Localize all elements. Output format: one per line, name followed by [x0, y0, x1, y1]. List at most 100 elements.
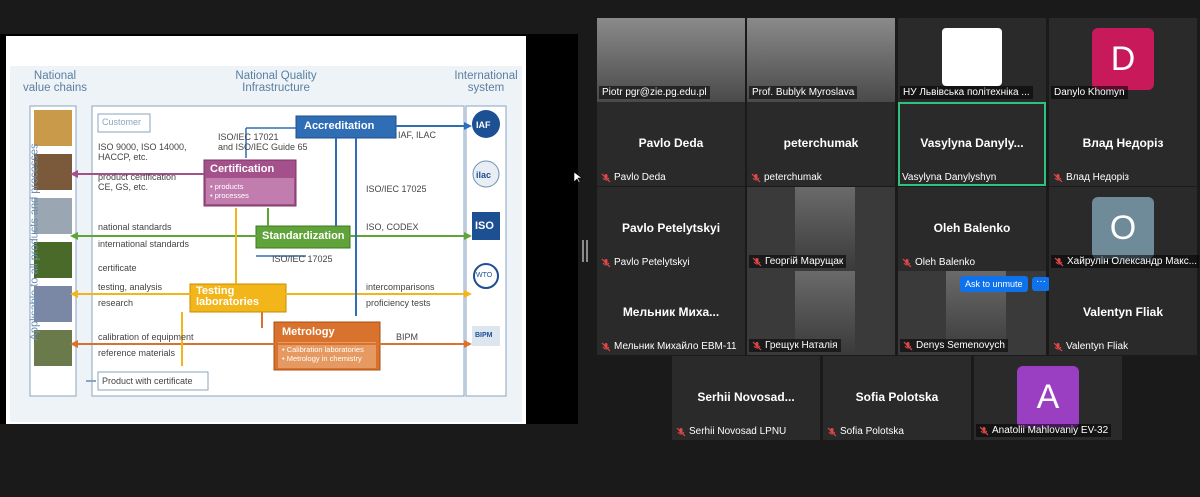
- mic-muted-icon: [676, 427, 686, 436]
- bipm-logo: BIPM: [475, 332, 493, 339]
- name-text: Anatolii Mahlovaniy EV-32: [992, 425, 1109, 436]
- participant-name-label: Sofia Polotska: [827, 426, 904, 437]
- participant-name-label: Valentyn Fliak: [1053, 341, 1128, 352]
- participant-tile[interactable]: НУ Львівська політехніка ...: [898, 18, 1046, 102]
- iaf-ilac-label: IAF, ILAC: [398, 130, 437, 140]
- name-text: Хайрулін Олександр Макс...: [1067, 256, 1198, 267]
- participant-name-label: Хайрулін Олександр Макс...: [1051, 255, 1199, 268]
- name-text: peterchumak: [764, 172, 822, 183]
- university-logo: [942, 28, 1002, 86]
- participant-tile[interactable]: peterchumak peterchumak: [747, 102, 895, 186]
- mic-muted-icon: [752, 341, 762, 350]
- shared-screen: National value chains National Quality I…: [0, 34, 578, 424]
- iso17025-bottom-label: ISO/IEC 17025: [272, 254, 333, 264]
- iso17025-top-label: ISO/IEC 17025: [366, 184, 427, 194]
- name-text: Valentyn Fliak: [1066, 341, 1129, 352]
- participant-display-name: Vasylyna Danyly...: [920, 136, 1024, 150]
- proficiency-label: proficiency tests: [366, 298, 431, 308]
- header-quality-infrastructure: National Quality Infrastructure: [235, 70, 317, 94]
- ilac-logo: ilac: [476, 170, 492, 180]
- participant-name-label: Denys Semenovych: [900, 339, 1008, 352]
- name-text: Piotr pgr@zie.pg.edu.pl: [602, 87, 707, 98]
- metro-item-chemistry: • Metrology in chemistry: [282, 354, 362, 363]
- mic-muted-icon: [1053, 173, 1063, 182]
- participant-name-label: Anatolii Mahlovaniy EV-32: [976, 424, 1112, 437]
- participant-name-label: Oleh Balenko: [902, 257, 975, 268]
- mouse-cursor-icon: [574, 172, 582, 184]
- wto-logo: WTO: [476, 272, 493, 279]
- mic-muted-icon: [601, 173, 611, 182]
- name-text: Влад Недоріз: [1066, 172, 1130, 183]
- participant-display-name: Мельник Миха...: [622, 305, 720, 319]
- participant-tile[interactable]: Piotr pgr@zie.pg.edu.pl: [597, 18, 745, 102]
- mic-muted-icon: [601, 342, 611, 351]
- product-with-certificate: Product with certificate: [102, 376, 193, 386]
- participant-name-label: Влад Недоріз: [1053, 172, 1129, 183]
- certification-box: Certification: [210, 163, 275, 175]
- research-label: research: [98, 298, 134, 308]
- participant-name-label: Piotr pgr@zie.pg.edu.pl: [599, 86, 710, 99]
- avatar: D: [1092, 28, 1154, 90]
- iso-logo: ISO: [475, 220, 494, 232]
- iso9000-label: ISO 9000, ISO 14000, HACCP, etc.: [98, 142, 187, 162]
- iso17021-label: ISO/IEC 17021 and ISO/IEC Guide 65: [218, 132, 308, 152]
- testing-labs-box: Testing laboratories: [196, 285, 259, 308]
- name-text: Георгій Марущак: [765, 256, 844, 267]
- header-international-system: International system: [454, 70, 518, 94]
- participant-name-label: Serhii Novosad LPNU: [676, 426, 786, 437]
- name-text: НУ Львівська політехніка ...: [903, 87, 1030, 98]
- mic-muted-icon: [1053, 342, 1063, 351]
- name-text: Pavlo Deda: [614, 172, 666, 183]
- cert-item-products: • products: [210, 182, 244, 191]
- standardization-box: Standardization: [262, 230, 345, 242]
- participant-display-name: Pavlo Petelytskyi: [621, 221, 721, 235]
- name-text: Denys Semenovych: [916, 340, 1005, 351]
- participant-name-label: Pavlo Petelytskyi: [601, 257, 690, 268]
- participant-tile[interactable]: Denys Semenovych Ask to unmute ···: [898, 271, 1050, 355]
- name-text: Prof. Bublyk Myroslava: [752, 87, 855, 98]
- accreditation-box: Accreditation: [304, 120, 375, 132]
- mic-muted-icon: [902, 258, 912, 267]
- national-standards-label: national standards: [98, 222, 172, 232]
- participant-name-label: Георгій Марущак: [749, 255, 847, 268]
- iaf-logo: IAF: [476, 120, 491, 130]
- mic-muted-icon: [903, 341, 913, 350]
- product-cert-label: product certification CE, GS, etc.: [98, 172, 177, 192]
- metro-item-calibration: • Calibration laboratories: [282, 345, 364, 354]
- participant-tile[interactable]: Prof. Bublyk Myroslava: [747, 18, 895, 102]
- more-options-button[interactable]: ···: [1032, 277, 1050, 291]
- quality-infrastructure-diagram: [10, 66, 522, 422]
- participant-tile[interactable]: Мельник Миха...Мельник Михайло ЕВМ-11: [597, 271, 745, 355]
- name-text: Грещук Наталія: [765, 340, 838, 351]
- participant-display-name: Влад Недоріз: [1082, 136, 1164, 150]
- participant-name-label: Vasylyna Danylyshyn: [902, 172, 996, 183]
- name-text: Serhii Novosad LPNU: [689, 426, 787, 437]
- certificate-label: certificate: [98, 263, 137, 273]
- name-text: Sofia Polotska: [840, 426, 904, 437]
- participant-tile[interactable]: Serhii Novosad... Serhii Novosad LPNU: [672, 356, 820, 440]
- split-view-handle[interactable]: [582, 240, 588, 262]
- iso-codex-label: ISO, CODEX: [366, 222, 419, 232]
- ask-to-unmute-button[interactable]: Ask to unmute: [960, 276, 1028, 292]
- header-value-chains: National value chains: [23, 70, 87, 94]
- participant-tile[interactable]: Георгій Марущак: [747, 187, 895, 271]
- bipm-label: BIPM: [396, 332, 419, 342]
- participant-tile[interactable]: Vasylyna Danyly... Vasylyna Danylyshyn: [898, 102, 1046, 186]
- participant-display-name: peterchumak: [783, 136, 859, 150]
- name-text: Danylo Khomyn: [1054, 87, 1125, 98]
- mic-muted-icon: [979, 426, 989, 435]
- participant-tile[interactable]: Грещук Наталія: [747, 271, 895, 355]
- mic-muted-icon: [752, 257, 762, 266]
- name-text: Vasylyna Danylyshyn: [902, 172, 997, 183]
- shared-slide: National value chains National Quality I…: [6, 36, 526, 424]
- participant-display-name: Serhii Novosad...: [697, 390, 795, 404]
